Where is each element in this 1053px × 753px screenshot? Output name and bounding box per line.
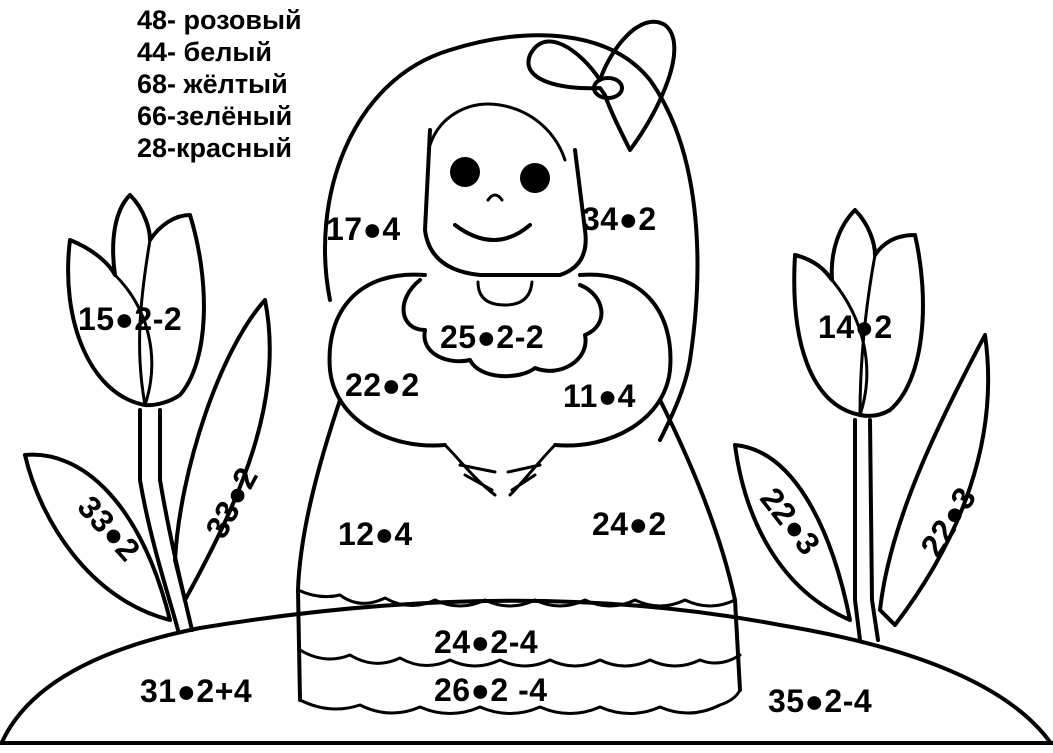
right-leaf-inner [733, 443, 852, 622]
exercise-hair-left: 17●4 [326, 211, 401, 247]
color-legend: 48- розовый 44- белый 68- жёлтый 66-зелё… [137, 4, 302, 164]
left-hand [443, 443, 497, 497]
left-leaf-inner [173, 298, 272, 602]
left-tulip-petal-line [113, 238, 154, 407]
legend-item: 44- белый [137, 37, 273, 67]
exercise-dress-right: 24●2 [592, 506, 667, 542]
dress-frill-top [296, 588, 737, 608]
legend-item: 48- розовый [137, 5, 302, 35]
dress-neck [476, 280, 534, 307]
legend-item: 68- жёлтый [137, 69, 288, 99]
legend-item: 28-красный [137, 133, 293, 163]
exercise-tulip-right: 14●2 [818, 309, 893, 345]
right-leaf-outer [878, 333, 991, 627]
hair-bow [526, 19, 677, 152]
right-tulip-flower [792, 208, 925, 418]
right-tulip-stem [853, 418, 880, 642]
exercise-sleeve-left: 22●2 [345, 367, 420, 403]
exercise-sleeve-right: 11●4 [563, 378, 636, 414]
left-tulip-flower [66, 193, 206, 408]
exercise-frill-upper: 24●2-4 [434, 624, 539, 660]
right-hand [506, 443, 557, 497]
hair-fringe [428, 102, 567, 162]
dress-hem [298, 688, 742, 715]
exercise-tulip-left: 15●2-2 [78, 301, 183, 337]
legend-item: 66-зелёный [137, 101, 293, 131]
girl-nose [486, 193, 504, 202]
exercise-dress-left: 12●4 [338, 516, 413, 552]
dress-body [296, 398, 742, 702]
girl-face [423, 128, 588, 277]
exercise-ground-left: 31●2+4 [140, 673, 253, 709]
exercise-collar: 25●2-2 [440, 319, 545, 355]
girl-mouth [453, 223, 532, 242]
right-tulip-petal-line [830, 253, 877, 417]
exercise-frill-lower: 26●2 -4 [434, 672, 548, 708]
ground-hill [0, 598, 1052, 744]
exercise-ground-right: 35●2-4 [768, 683, 873, 719]
right-eye [520, 163, 550, 193]
dress-collar [401, 278, 604, 379]
bow-knot [592, 76, 624, 100]
exercise-hair-right: 34●2 [582, 201, 657, 237]
girl-hair [323, 33, 700, 442]
left-sleeve [327, 272, 447, 448]
dress-frill-middle [298, 648, 742, 668]
left-leaf-outer [23, 452, 172, 622]
left-eye [450, 157, 480, 187]
right-sleeve [553, 272, 673, 448]
